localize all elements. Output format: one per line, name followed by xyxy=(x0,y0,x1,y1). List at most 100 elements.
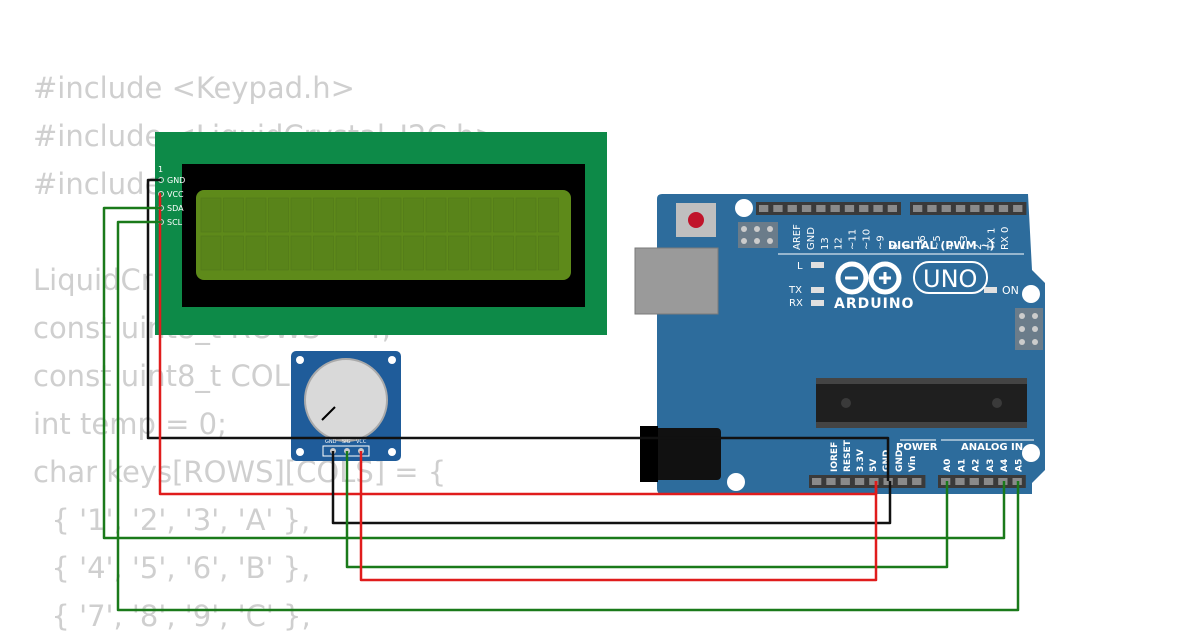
pin-label: A1 xyxy=(957,459,967,472)
digital-pin-socket[interactable] xyxy=(816,205,826,212)
digital-pin-socket[interactable] xyxy=(984,205,994,212)
lcd-cell xyxy=(313,235,334,271)
pin-label: Vin xyxy=(908,456,918,472)
wire-lcd-scl[interactable] xyxy=(116,220,1020,612)
digital-pin-socket[interactable] xyxy=(844,205,855,212)
wire-pot-gnd[interactable] xyxy=(331,451,892,525)
led-rx xyxy=(811,300,824,306)
analog-pin-header[interactable] xyxy=(938,475,1026,488)
pot-pin-label: GND xyxy=(325,439,337,445)
mount-hole xyxy=(1022,285,1040,303)
digital-pin-socket[interactable] xyxy=(801,205,812,212)
led-tx-label: TX xyxy=(788,285,802,296)
pin-label: ~11 xyxy=(848,229,859,250)
wire-pot-vcc[interactable] xyxy=(359,451,878,582)
pin-label: A4 xyxy=(1000,459,1010,472)
power-pin-socket[interactable] xyxy=(883,478,893,485)
lcd-pin-label: VCC xyxy=(167,190,184,199)
power-pin-socket[interactable] xyxy=(897,478,908,485)
lcd-cell xyxy=(403,197,424,233)
analog-pin-socket[interactable] xyxy=(941,478,951,485)
power-pin-socket[interactable] xyxy=(854,478,865,485)
pin-label: 3.3V xyxy=(856,449,866,472)
lcd-cell xyxy=(223,197,244,233)
lcd-cell xyxy=(380,235,402,271)
power-pin-socket[interactable] xyxy=(812,478,822,485)
lcd-module[interactable]: 1 GND VCC SDA SCL xyxy=(155,132,607,335)
digital-pin-socket[interactable] xyxy=(970,205,980,212)
wire-pot-sig[interactable] xyxy=(345,451,949,569)
digital-pin-socket[interactable] xyxy=(1013,205,1023,212)
led-tx xyxy=(811,287,824,293)
digital-pin-socket[interactable] xyxy=(859,205,869,212)
lcd-cell xyxy=(425,235,447,271)
icsp-header-top xyxy=(738,222,778,248)
power-pin-socket[interactable] xyxy=(912,478,922,485)
lcd-cell xyxy=(358,235,379,271)
wire-lcd-sda[interactable] xyxy=(102,206,1006,540)
analog-pin-socket[interactable] xyxy=(955,478,965,485)
pot-pin-label: VCC xyxy=(356,439,367,445)
wire-lcd-gnd[interactable] xyxy=(146,178,890,481)
pin-label: 12 xyxy=(834,237,845,250)
pot-knob[interactable] xyxy=(304,358,388,442)
led-l-label: L xyxy=(797,261,803,272)
pin-label: A5 xyxy=(1015,459,1025,472)
lcd-cell xyxy=(200,235,222,271)
power-pin-socket[interactable] xyxy=(826,478,836,485)
lcd-cell xyxy=(223,235,244,271)
pin-label: ~10 xyxy=(862,229,873,250)
pin-label: 7 xyxy=(903,244,914,250)
lcd-cell xyxy=(493,197,514,233)
power-pin-socket[interactable] xyxy=(869,478,879,485)
lcd-pin-number: 1 xyxy=(158,165,163,174)
pin-label: 2 xyxy=(973,244,984,250)
potentiometer[interactable]: GND SIG VCC xyxy=(291,351,401,461)
led-on-label: ON xyxy=(1002,284,1019,297)
power-pin-header[interactable] xyxy=(809,475,926,488)
analog-pin-socket[interactable] xyxy=(983,478,994,485)
digital-pin-socket[interactable] xyxy=(787,205,797,212)
lcd-cell xyxy=(448,197,469,233)
mount-hole xyxy=(735,199,753,217)
pin-label: RESET xyxy=(843,439,853,472)
lcd-cell xyxy=(245,197,267,233)
lcd-cell xyxy=(380,197,402,233)
pin-label: 13 xyxy=(820,237,831,250)
digital-pin-socket[interactable] xyxy=(873,205,883,212)
digital-pin-socket[interactable] xyxy=(830,205,840,212)
digital-pin-socket[interactable] xyxy=(927,205,937,212)
lcd-pin-label: SCL xyxy=(167,218,183,227)
lcd-cell xyxy=(448,235,469,271)
digital-pin-socket[interactable] xyxy=(913,205,923,212)
lcd-cell xyxy=(268,235,289,271)
pin-label: AREF xyxy=(792,224,803,250)
digital-pin-socket[interactable] xyxy=(887,205,897,212)
lcd-cell xyxy=(470,197,492,233)
lcd-cell xyxy=(200,197,222,233)
reset-button-cap[interactable] xyxy=(688,212,704,228)
led-rx-label: RX xyxy=(789,298,803,309)
digital-pin-socket[interactable] xyxy=(998,205,1009,212)
digital-pin-socket[interactable] xyxy=(955,205,966,212)
digital-pin-socket[interactable] xyxy=(941,205,951,212)
digital-pin-header[interactable] xyxy=(756,202,1027,215)
pin-label: TX 1 xyxy=(986,228,997,252)
power-pin-socket[interactable] xyxy=(840,478,850,485)
analog-pin-socket[interactable] xyxy=(969,478,979,485)
digital-pin-socket[interactable] xyxy=(773,205,783,212)
lcd-cell xyxy=(538,235,559,271)
wires[interactable] xyxy=(102,178,1020,612)
lcd-cell xyxy=(245,235,267,271)
uno-badge xyxy=(913,261,988,294)
led-on xyxy=(984,287,997,293)
power-pin-housing xyxy=(809,475,926,488)
pot-pin-label: SIG xyxy=(342,439,351,445)
usb-port xyxy=(634,247,719,315)
code-line: { '7', '8', '9', 'C' }, xyxy=(33,599,311,633)
code-line: LiquidCr xyxy=(33,263,153,297)
digital-pin-socket[interactable] xyxy=(759,205,769,212)
pin-label: 4 xyxy=(946,244,957,250)
